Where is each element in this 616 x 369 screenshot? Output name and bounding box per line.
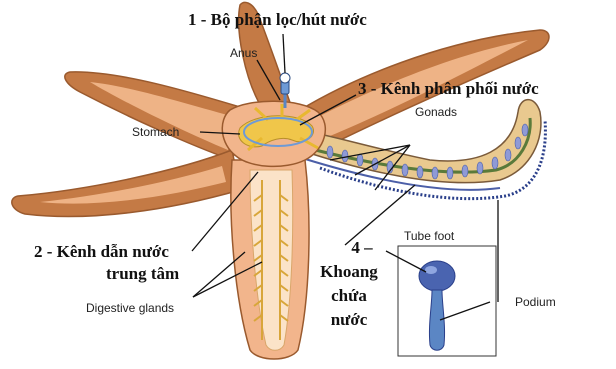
label-chamber-3: chứa bbox=[312, 286, 386, 306]
label-anus: Anus bbox=[230, 46, 257, 60]
label-stomach: Stomach bbox=[132, 125, 179, 139]
label-central-canal-1: 2 - Kênh dẫn nước bbox=[34, 242, 169, 262]
label-tube-foot: Tube foot bbox=[404, 229, 454, 243]
label-digestive-glands: Digestive glands bbox=[86, 301, 174, 315]
tube-foot-inset bbox=[398, 246, 496, 356]
label-radial-canal: 3 - Kênh phân phối nước bbox=[358, 79, 539, 99]
label-central-canal-2: trung tâm bbox=[106, 264, 179, 284]
label-gonads: Gonads bbox=[415, 105, 457, 119]
label-chamber-2: Khoang bbox=[312, 262, 386, 282]
madreporite bbox=[280, 73, 290, 94]
label-chamber-4: nước bbox=[312, 310, 386, 330]
label-filter: 1 - Bộ phận lọc/hút nước bbox=[188, 10, 367, 30]
label-chamber-1: 4 – bbox=[330, 238, 394, 258]
label-podium: Podium bbox=[515, 295, 556, 309]
